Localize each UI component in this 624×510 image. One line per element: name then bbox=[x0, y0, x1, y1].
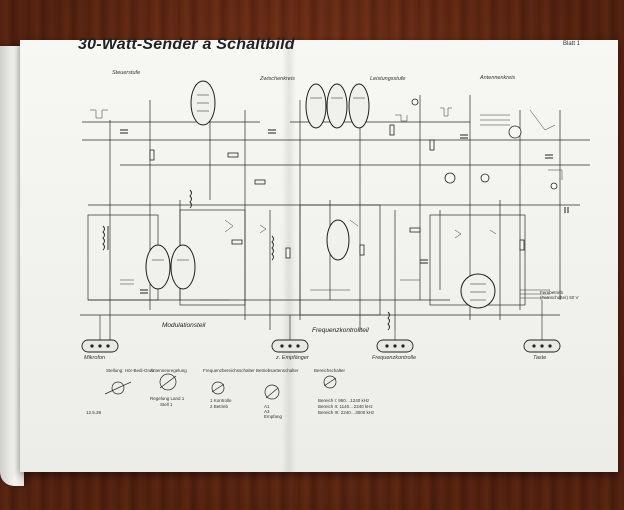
section-steuerstufe: Steuerstufe bbox=[112, 70, 141, 76]
legend-item-bereich: Bereichschalter bbox=[314, 368, 346, 373]
legend-sub-stell: Stell 1 bbox=[160, 402, 173, 407]
open-book bbox=[0, 22, 624, 486]
legend-sub-kontrolle: 1 Kontrolle bbox=[210, 398, 232, 403]
legend-item-frequenzbereich: Frequenzbereichsschalter bbox=[203, 368, 255, 373]
legend-sub-regelung: Regelung Land 1 bbox=[150, 396, 185, 401]
connector-mikrofon-label: Mikrofon bbox=[84, 355, 106, 361]
legend-bereich-2: Bereich II: 1140…2240 kHz bbox=[318, 404, 373, 409]
page-number: Blatt 1 bbox=[563, 41, 581, 47]
legend-item-stellung: Stellung: Hör-Bedi-Grob bbox=[106, 368, 155, 373]
section-antennenkreis: Antennenkreis bbox=[480, 75, 516, 81]
section-modulationsteil: Modulationsteil bbox=[162, 322, 206, 329]
legend-sub-a1: A1 bbox=[264, 404, 270, 409]
note-fernbetrieb: Fernbetrieb (Fernschalter) 50 V bbox=[540, 290, 579, 301]
schematic-title: 30-Watt-Sender a Schaltbild bbox=[78, 36, 295, 53]
legend-item-betriebsart: Betriebsartenschalter bbox=[256, 368, 299, 373]
section-leistungsstufe: Leistungsstufe bbox=[370, 76, 406, 82]
section-zwischenkreis: Zwischenkreis bbox=[260, 76, 295, 82]
legend-sub-betrieb: 2 Betrieb bbox=[210, 404, 229, 409]
section-frequenzkontrollteil: Frequenzkontrollteil bbox=[312, 327, 369, 334]
legend-sub-empfang: Empfang bbox=[264, 414, 283, 419]
legend-bereich-3: Bereich III: 2240…3000 kHz bbox=[318, 410, 375, 415]
legend-bereich-1: Bereich I: 950…1240 kHz bbox=[318, 398, 370, 403]
legend-item-antennenregelung: Antennenregelung bbox=[150, 368, 187, 373]
connector-taste-label: Taste bbox=[533, 355, 547, 361]
legend-sub-a3: A3 bbox=[264, 409, 270, 414]
connector-empfaenger-label: z. Empfänger bbox=[276, 355, 309, 361]
date-note: 12.5.39 bbox=[86, 410, 102, 415]
connector-frequenzkontrolle-label: Frequenzkontrolle bbox=[372, 355, 417, 361]
